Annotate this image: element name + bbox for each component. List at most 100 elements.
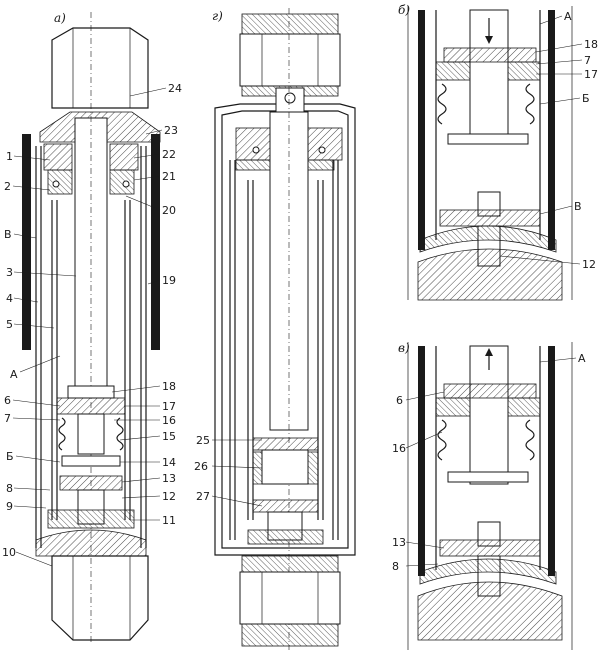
leader-line (19, 355, 61, 373)
leader-line (129, 87, 167, 97)
panel-g-labels: 25 26 27 (194, 434, 263, 507)
panel-b: б) (398, 3, 573, 301)
leader-line (147, 279, 161, 285)
leader-line (111, 385, 161, 393)
leader-line (15, 551, 53, 567)
outer-shield (214, 103, 356, 556)
callout-label: 25 (196, 434, 210, 447)
leader-line (535, 43, 583, 53)
callout-label: 8 (392, 560, 399, 573)
callout-label: 20 (162, 204, 176, 217)
leader-line (121, 495, 161, 499)
callout-label: 17 (584, 68, 598, 81)
panel-v-labels: А 6 16 13 8 (392, 352, 586, 573)
callout-label: 15 (162, 430, 176, 443)
base-valve-b (439, 209, 541, 227)
callout-label: А (578, 352, 586, 365)
panel-a-left-labels: 1 2В 3 4 5А 6 7Б 8 9 10 (2, 150, 77, 567)
leader-line (13, 487, 51, 491)
callout-label: 26 (194, 460, 208, 473)
leader-line (133, 175, 161, 181)
seal-left (43, 143, 73, 171)
callout-label: В (4, 228, 12, 241)
callout-label: 17 (162, 400, 176, 413)
casing-right (151, 134, 160, 350)
callout-label: 27 (196, 490, 210, 503)
callout-label: 4 (6, 292, 13, 305)
leader-line (13, 505, 47, 509)
callout-label: Б (6, 450, 14, 463)
top-eye (51, 27, 149, 109)
callout-label: 1 (6, 150, 13, 163)
leader-line (125, 195, 161, 211)
leader-line (12, 417, 61, 421)
callout-label: 3 (6, 266, 13, 279)
leader-line (539, 205, 573, 215)
callout-label: 2 (4, 180, 11, 193)
leader-line (405, 563, 439, 567)
top-bushing (239, 33, 341, 87)
callout-label: 16 (392, 442, 406, 455)
callout-label: 7 (4, 412, 11, 425)
bottom-bushing (239, 571, 341, 625)
leader-line (133, 153, 161, 159)
bottom-eye (51, 555, 149, 641)
piston-b (443, 47, 537, 63)
callout-label: 23 (164, 124, 178, 137)
leader-line (499, 255, 581, 265)
compression-valve (59, 475, 123, 491)
leader-line (13, 271, 77, 277)
callout-label: 7 (584, 54, 591, 67)
leader-line (405, 391, 445, 401)
panel-v: в) (398, 341, 573, 650)
piston-v (443, 383, 537, 399)
leader-line (539, 97, 581, 105)
callout-label: 16 (162, 414, 176, 427)
callout-label: 6 (396, 394, 403, 407)
leader-line (535, 59, 583, 65)
leader-line (13, 155, 51, 161)
callout-label: 8 (6, 482, 13, 495)
callout-label: А (564, 10, 572, 23)
callout-label: 18 (162, 380, 176, 393)
piston (56, 397, 126, 415)
panel-b-title: б) (398, 3, 410, 17)
panel-a-title: а) (54, 11, 66, 25)
callout-label: 21 (162, 170, 176, 183)
leader-line (12, 185, 51, 191)
leader-line (15, 455, 61, 463)
callout-label: В (574, 200, 582, 213)
callout-label: А (10, 368, 18, 381)
casing-left (22, 134, 31, 350)
callout-label: 9 (6, 500, 13, 513)
leader-line (12, 399, 61, 407)
panel-g-title: г) (212, 9, 223, 23)
callout-label: 10 (2, 546, 16, 559)
callout-label: 13 (162, 472, 176, 485)
callout-label: 24 (168, 82, 182, 95)
leader-line (119, 435, 161, 441)
leader-line (211, 495, 263, 507)
panel-v-title: в) (398, 341, 410, 355)
leader-line (539, 357, 577, 363)
callout-label: 14 (162, 456, 176, 469)
callout-label: 22 (162, 148, 176, 161)
panel-g: г) (212, 8, 356, 650)
callout-label: 6 (4, 394, 11, 407)
leader-line (13, 323, 55, 329)
piston-g (261, 449, 309, 485)
callout-label: 13 (392, 536, 406, 549)
leader-line (13, 233, 37, 239)
seal-right (109, 143, 139, 171)
leader-line (405, 431, 443, 449)
callout-label: 5 (6, 318, 13, 331)
callout-label: 11 (162, 514, 176, 527)
callout-label: 12 (162, 490, 176, 503)
panel-a: а) (22, 11, 161, 645)
callout-label: 18 (584, 38, 598, 51)
callout-label: 12 (582, 258, 596, 271)
